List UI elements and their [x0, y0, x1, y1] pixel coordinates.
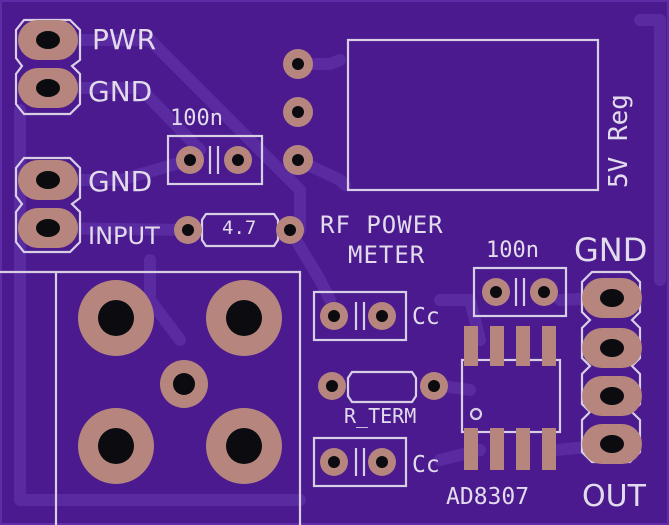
cap-right-outline [472, 266, 568, 318]
sma-outline [0, 270, 302, 525]
pad-sma-ground-4-hole [226, 428, 262, 464]
cc-top-pads [320, 302, 396, 330]
pad-ic-8 [464, 326, 478, 366]
rterm-pads [318, 372, 448, 400]
trace-ground-ring [14, 104, 306, 506]
pad-cap-right-1-hole [490, 286, 502, 298]
header-outline-power [14, 18, 82, 116]
label-r-term: R_TERM [344, 404, 417, 428]
label-resistor-value: 4.7 [222, 217, 257, 239]
pad-out-header-1-hole [600, 289, 624, 307]
regulator-pads [283, 49, 313, 175]
ic-pads [464, 326, 556, 470]
pad-ic-6 [516, 326, 530, 366]
trace-res-out [284, 224, 336, 306]
label-pwr: PWR [92, 23, 157, 56]
pad-gnd-mid-hole [36, 171, 60, 189]
ic-outline [460, 358, 562, 434]
trace-pwr [42, 34, 306, 236]
pad-sma-ground-2-hole [226, 300, 262, 336]
cap-top-outline [166, 134, 264, 186]
trace-reg-out [292, 154, 351, 191]
resistor-outline [200, 212, 280, 248]
pad-gnd-top-hole [36, 79, 60, 97]
resistor-pads [174, 216, 304, 244]
pad-reg-1-hole [292, 58, 304, 70]
pad-reg-3-hole [292, 154, 304, 166]
pad-cap-top-1-hole [184, 154, 196, 166]
pad-sma-ground-1-hole [98, 300, 134, 336]
pad-sma-center-hole [173, 373, 195, 395]
pad-cc-bottom-2-hole [376, 456, 388, 468]
pad-pwr-hole [36, 31, 60, 49]
trace-ground-ring-right [634, 14, 666, 286]
cc-bottom-outline [312, 436, 408, 488]
pad-sma-ground-3-hole [98, 428, 134, 464]
cap-right-pads [482, 278, 558, 306]
pad-rterm-2-hole [428, 380, 440, 392]
label-title-line2: METER [348, 241, 426, 269]
pad-ic-7 [490, 326, 504, 366]
ic-pin1-marker [469, 407, 483, 421]
sma-connector-pads [78, 280, 282, 484]
label-cap-top: 100n [170, 106, 223, 131]
header-output-pads [582, 278, 642, 464]
label-gnd-top: GND [88, 75, 153, 108]
pad-cc-bottom-1-hole [328, 456, 340, 468]
pad-reg-2-hole [292, 106, 304, 118]
label-input: INPUT [88, 222, 160, 250]
pad-out-header-3-hole [600, 387, 624, 405]
pad-ic-5 [542, 326, 556, 366]
pad-ic-1 [464, 428, 478, 470]
label-regulator: 5V Reg [604, 94, 634, 188]
pad-rterm-1-hole [326, 380, 338, 392]
pad-cap-top-2-hole [232, 154, 244, 166]
pad-ic-3 [516, 428, 530, 470]
cc-top-outline [312, 290, 408, 342]
label-gnd-right: GND [574, 231, 648, 269]
label-cc-top: Cc [412, 304, 440, 330]
regulator-outline [346, 38, 600, 192]
trace-sma [144, 254, 186, 346]
label-cap-right: 100n [486, 238, 539, 263]
rterm-outline [346, 370, 418, 404]
label-cc-bottom: Cc [412, 452, 440, 478]
label-out: OUT [582, 479, 646, 514]
pad-input-hole [36, 219, 60, 237]
pad-res-1-hole [182, 224, 194, 236]
header-input-pads [18, 160, 78, 248]
cc-bottom-pads [320, 448, 396, 476]
pad-out-header-4-hole [600, 435, 624, 453]
label-gnd-mid: GND [88, 165, 153, 198]
pad-cc-top-2-hole [376, 310, 388, 322]
label-title-line1: RF POWER [320, 211, 444, 239]
header-power-pads [18, 20, 78, 108]
cap-top-pads [176, 146, 252, 174]
header-outline-input [14, 156, 82, 254]
pad-cc-top-1-hole [328, 310, 340, 322]
pad-res-2-hole [284, 224, 296, 236]
pad-out-header-2-hole [600, 339, 624, 357]
pad-ic-4 [542, 428, 556, 470]
pad-ic-2 [490, 428, 504, 470]
label-ic: AD8307 [446, 484, 530, 510]
pad-cap-right-2-hole [538, 286, 550, 298]
trace-gnd-top [42, 82, 206, 156]
